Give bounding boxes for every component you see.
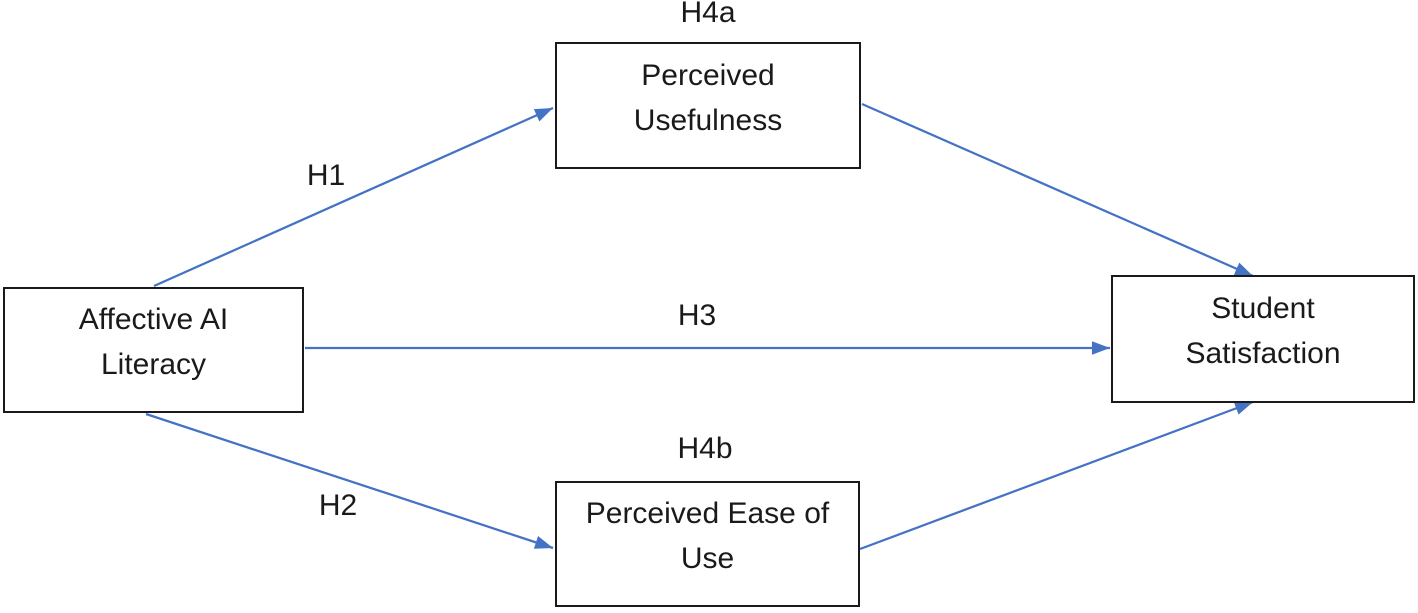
node-student-satisfaction: Student Satisfaction (1111, 275, 1415, 403)
edge-label-h2: H2 (318, 489, 358, 522)
arrow-h1 (153, 106, 554, 288)
edge-label-h4a: H4a (680, 0, 736, 29)
edge-label-h3: H3 (677, 299, 717, 332)
node-label-affective-ai-literacy: Affective AI Literacy (78, 303, 229, 381)
arrow-h4a-usefulness-to-satisfaction (861, 102, 1254, 278)
node-perceived-ease-of-use: Perceived Ease of Use (555, 481, 860, 607)
node-label-perceived-ease-of-use: Perceived Ease of Use (585, 497, 830, 575)
arrow-h2 (145, 412, 554, 550)
edge-label-h4b: H4b (677, 432, 733, 465)
node-label-student-satisfaction: Student Satisfaction (1185, 292, 1341, 370)
node-label-perceived-usefulness: Perceived Usefulness (633, 58, 783, 137)
edge-label-h1: H1 (306, 159, 346, 192)
node-perceived-usefulness: Perceived Usefulness (555, 42, 861, 169)
arrow-h4b-ease-to-satisfaction (859, 400, 1254, 551)
node-affective-ai-literacy: Affective AI Literacy (3, 287, 304, 413)
